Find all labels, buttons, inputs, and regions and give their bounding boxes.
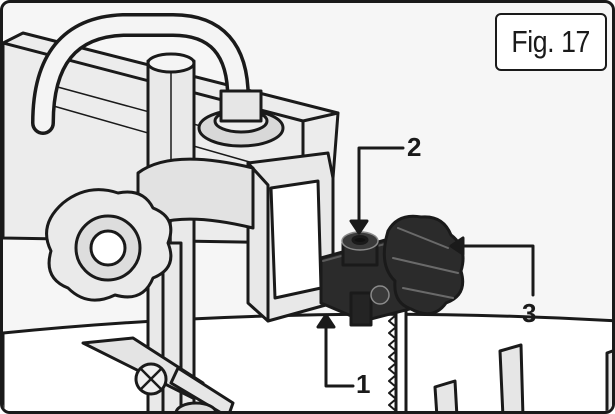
callout-2: 2 — [407, 132, 422, 162]
figure-label-box: Fig. 17 — [495, 13, 607, 71]
tension-knob — [45, 188, 173, 302]
leader-lines — [316, 146, 535, 388]
locking-screw — [341, 231, 379, 267]
table-guard — [498, 343, 525, 411]
lower-nut — [174, 401, 218, 411]
callout-3: 3 — [522, 298, 537, 328]
callout-1: 1 — [356, 369, 371, 399]
saw-illustration — [3, 13, 612, 411]
figure-label: Fig. 17 — [511, 24, 591, 59]
adjustment-knob — [382, 214, 465, 316]
